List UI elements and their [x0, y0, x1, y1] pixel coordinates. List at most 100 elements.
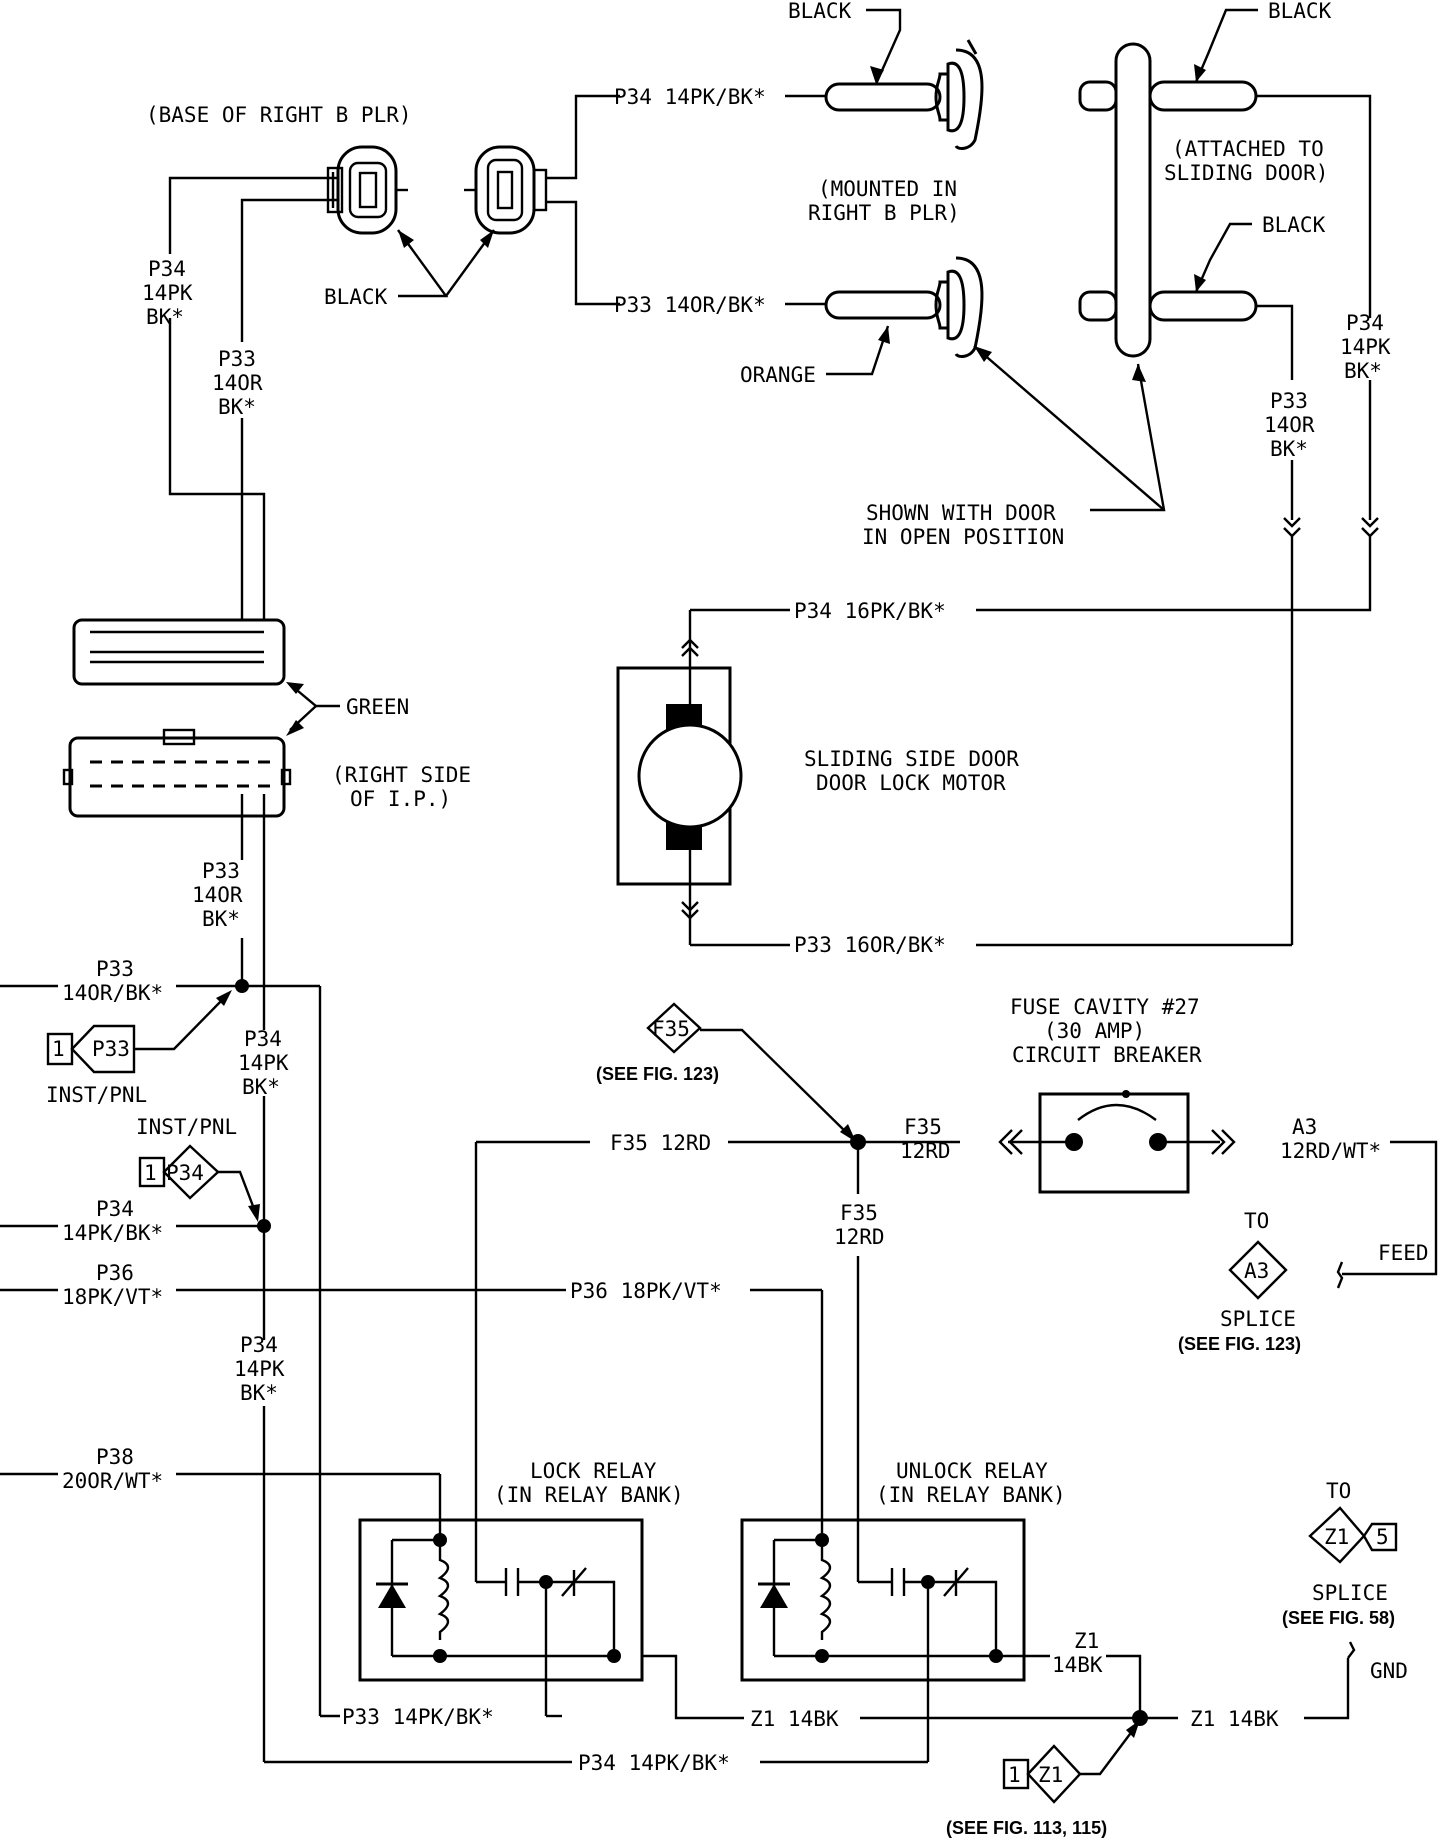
c-connector-lower — [62, 728, 292, 818]
label-z1-conn: Z1 — [1038, 1763, 1063, 1787]
label-m-p33-a: P33 — [202, 859, 240, 883]
label-mounted-2: RIGHT B PLR) — [808, 201, 960, 225]
label-to-1: TO — [1244, 1209, 1269, 1233]
label-f35-12rd-h: F35 12RD — [610, 1131, 711, 1155]
sliding-door-contacts — [1078, 42, 1258, 358]
label-unlock-1: UNLOCK RELAY — [896, 1459, 1048, 1483]
label-see-123-b: (SEE FIG. 123) — [1178, 1334, 1301, 1354]
label-lv-p33-b: 14OR — [212, 371, 263, 395]
label-splice-2: SPLICE — [1312, 1581, 1388, 1605]
jamb-switch-lower — [824, 256, 984, 358]
label-a3-diamond: A3 — [1244, 1259, 1269, 1283]
door-lock-motor — [616, 610, 743, 945]
label-black-top-right: BLACK — [1268, 0, 1332, 23]
label-motor-p34: P34 16PK/BK* — [794, 599, 946, 623]
label-right-side-1: (RIGHT SIDE — [332, 763, 471, 787]
label-black-mid-right: BLACK — [1262, 213, 1326, 237]
label-l-p34-b: 14PK/BK* — [62, 1221, 163, 1245]
pillar-connector-left — [326, 145, 408, 235]
label-p34-top: P34 14PK/BK* — [614, 85, 766, 109]
label-rv-p33-c: BK* — [1270, 437, 1308, 461]
diagram-labels: BLACK BLACK BLACK (BASE OF RIGHT B PLR) … — [46, 0, 1429, 1838]
label-p36-h: P36 18PK/VT* — [570, 1279, 722, 1303]
label-attached-1: (ATTACHED TO — [1172, 137, 1324, 161]
label-motor-1: SLIDING SIDE DOOR — [804, 747, 1019, 771]
label-rv-p34-a: P34 — [1346, 311, 1384, 335]
label-z1-14bk-mid: Z1 14BK — [750, 1707, 839, 1731]
label-l-p38-b: 20OR/WT* — [62, 1469, 163, 1493]
label-to-2: TO — [1326, 1479, 1351, 1503]
pillar-connector-right — [464, 145, 548, 235]
label-l-p38-a: P38 — [96, 1445, 134, 1469]
label-z1-5: 5 — [1376, 1525, 1389, 1549]
label-shown-1: SHOWN WITH DOOR — [866, 501, 1056, 525]
label-z1-14bk-right: Z1 14BK — [1190, 1707, 1279, 1731]
label-f35-a: F35 — [904, 1115, 942, 1139]
label-see-123-a: (SEE FIG. 123) — [596, 1064, 719, 1084]
label-lock-1: LOCK RELAY — [530, 1459, 657, 1483]
label-black-conn: BLACK — [324, 285, 388, 309]
label-z1-b: 14BK — [1052, 1653, 1103, 1677]
label-j-p34-c: BK* — [242, 1075, 280, 1099]
label-conn-1b: 1 — [144, 1161, 157, 1185]
unlock-relay — [740, 1518, 1026, 1762]
label-gnd: GND — [1370, 1659, 1408, 1683]
label-d-p34-c: BK* — [240, 1381, 278, 1405]
label-f35-b: 12RD — [900, 1139, 951, 1163]
f35-diamond — [646, 1002, 702, 1054]
label-base-right-b-plr: (BASE OF RIGHT B PLR) — [146, 103, 412, 127]
label-lv-p34-b: 14PK — [142, 281, 193, 305]
c-connector-upper — [72, 618, 286, 686]
label-m-p33-b: 14OR — [192, 883, 243, 907]
label-p33-top: P33 14OR/BK* — [614, 293, 766, 317]
label-l-p36-b: 18PK/VT* — [62, 1285, 163, 1309]
label-splice-1: SPLICE — [1220, 1307, 1296, 1331]
label-see-113: (SEE FIG. 113, 115) — [946, 1818, 1107, 1838]
label-lv-p33-c: BK* — [218, 395, 256, 419]
label-m-p33-c: BK* — [202, 907, 240, 931]
label-d-p34-a: P34 — [240, 1333, 278, 1357]
label-fuse-3: CIRCUIT BREAKER — [1012, 1043, 1202, 1067]
label-a3-b: 12RD/WT* — [1280, 1139, 1381, 1163]
label-black-top: BLACK — [788, 0, 852, 23]
label-j-p33-a: P33 — [96, 957, 134, 981]
label-see-58: (SEE FIG. 58) — [1282, 1608, 1395, 1628]
label-shown-2: IN OPEN POSITION — [862, 525, 1064, 549]
label-l-p36-a: P36 — [96, 1261, 134, 1285]
label-feed: FEED — [1378, 1241, 1429, 1265]
label-conn-1: 1 — [52, 1037, 65, 1061]
label-lv-p34-c: BK* — [146, 305, 184, 329]
label-lv-p34-a: P34 — [148, 257, 186, 281]
label-rv-p34-c: BK* — [1344, 359, 1382, 383]
label-lv-p33-a: P33 — [218, 347, 256, 371]
label-right-side-2: OF I.P.) — [350, 787, 451, 811]
label-rv-p33-b: 14OR — [1264, 413, 1315, 437]
label-z1-a: Z1 — [1074, 1629, 1099, 1653]
label-f35-c: F35 — [840, 1201, 878, 1225]
label-motor-p33: P33 16OR/BK* — [794, 933, 946, 957]
label-rv-p33-a: P33 — [1270, 389, 1308, 413]
label-attached-2: SLIDING DOOR) — [1164, 161, 1328, 185]
label-j-p33-b: 14OR/BK* — [62, 981, 163, 1005]
label-fuse-2: (30 AMP) — [1044, 1019, 1145, 1043]
label-conn-1c: 1 — [1008, 1763, 1021, 1787]
label-inst-pnl-1: INST/PNL — [46, 1083, 147, 1107]
label-p33-bottom: P33 14PK/BK* — [342, 1705, 494, 1729]
label-d-p34-b: 14PK — [234, 1357, 285, 1381]
label-p34-bottom: P34 14PK/BK* — [578, 1751, 730, 1775]
label-f35-d: 12RD — [834, 1225, 885, 1249]
z1-splice-diamond — [1308, 1506, 1398, 1564]
label-rv-p34-b: 14PK — [1340, 335, 1391, 359]
label-l-p34-a: P34 — [96, 1197, 134, 1221]
label-motor-2: DOOR LOCK MOTOR — [816, 771, 1006, 795]
label-lock-2: (IN RELAY BANK) — [494, 1483, 684, 1507]
label-conn-p33: P33 — [92, 1037, 130, 1061]
label-f35-diamond: F35 — [652, 1017, 690, 1041]
label-z1-diamond: Z1 — [1324, 1525, 1349, 1549]
a3-diamond — [1228, 1240, 1288, 1300]
label-inst-pnl-2: INST/PNL — [136, 1115, 237, 1139]
label-orange: ORANGE — [740, 363, 816, 387]
label-j-p34-b: 14PK — [238, 1051, 289, 1075]
label-conn-p34: P34 — [166, 1161, 204, 1185]
